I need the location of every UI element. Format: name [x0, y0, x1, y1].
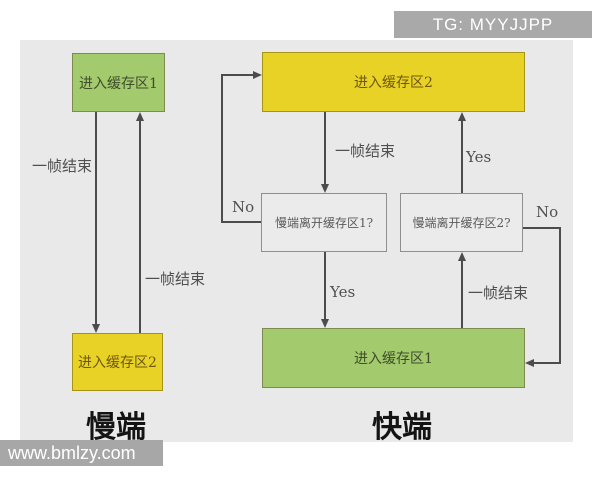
arrow-up-icon — [136, 112, 144, 121]
fast-enter-buffer2-label: 进入缓存区2 — [354, 75, 433, 91]
telegram-badge: TG: MYYJJPP — [394, 11, 592, 38]
connector-line — [534, 362, 561, 364]
connector-line — [523, 227, 561, 229]
slow-enter-buffer2-box: 进入缓存区2 — [72, 333, 163, 391]
connector-line — [222, 221, 261, 223]
no-label-1: No — [232, 198, 255, 216]
fast-frame-end-label-top: 一帧结束 — [335, 142, 396, 160]
arrow-down-icon — [321, 319, 329, 328]
site-watermark: www.bmlzy.com — [0, 440, 163, 466]
yes-label-1: Yes — [330, 283, 356, 301]
fast-enter-buffer1-box: 进入缓存区1 — [262, 328, 525, 388]
arrow-left-icon — [525, 359, 534, 367]
arrow-right-icon — [253, 71, 262, 79]
fast-decision2-box: 慢端离开缓存区2? — [400, 193, 523, 252]
fast-decision2-label: 慢端离开缓存区2? — [412, 216, 511, 230]
fast-decision1-box: 慢端离开缓存区1? — [261, 193, 387, 252]
connector-line — [461, 120, 463, 193]
slow-enter-buffer1-box: 进入缓存区1 — [72, 53, 165, 112]
site-watermark-label: www.bmlzy.com — [8, 442, 136, 463]
fast-frame-end-label-bottom: 一帧结束 — [468, 284, 529, 302]
connector-line — [95, 112, 97, 326]
connector-line — [559, 227, 561, 364]
arrow-up-icon — [458, 252, 466, 261]
connector-line — [222, 74, 253, 76]
arrow-up-icon — [458, 112, 466, 121]
connector-line — [324, 112, 326, 185]
connector-line — [139, 120, 141, 333]
fast-enter-buffer2-box: 进入缓存区2 — [262, 52, 525, 112]
slow-frame-end-label-1: 一帧结束 — [32, 157, 93, 175]
telegram-badge-label: TG: MYYJJPP — [432, 14, 554, 34]
no-label-2: No — [536, 203, 559, 221]
fast-enter-buffer1-label: 进入缓存区1 — [354, 351, 433, 367]
connector-line — [221, 74, 223, 223]
slow-frame-end-label-2: 一帧结束 — [145, 270, 206, 288]
arrow-down-icon — [92, 324, 100, 333]
connector-line — [324, 252, 326, 320]
fast-decision1-label: 慢端离开缓存区1? — [274, 216, 374, 230]
slow-enter-buffer1-label: 进入缓存区1 — [79, 75, 158, 92]
yes-label-2: Yes — [466, 148, 492, 166]
connector-line — [461, 260, 463, 328]
fast-end-title: 快端 — [372, 410, 432, 445]
slow-end-title: 慢端 — [86, 410, 146, 445]
slow-enter-buffer2-label: 进入缓存区2 — [78, 355, 157, 371]
arrow-down-icon — [321, 184, 329, 193]
